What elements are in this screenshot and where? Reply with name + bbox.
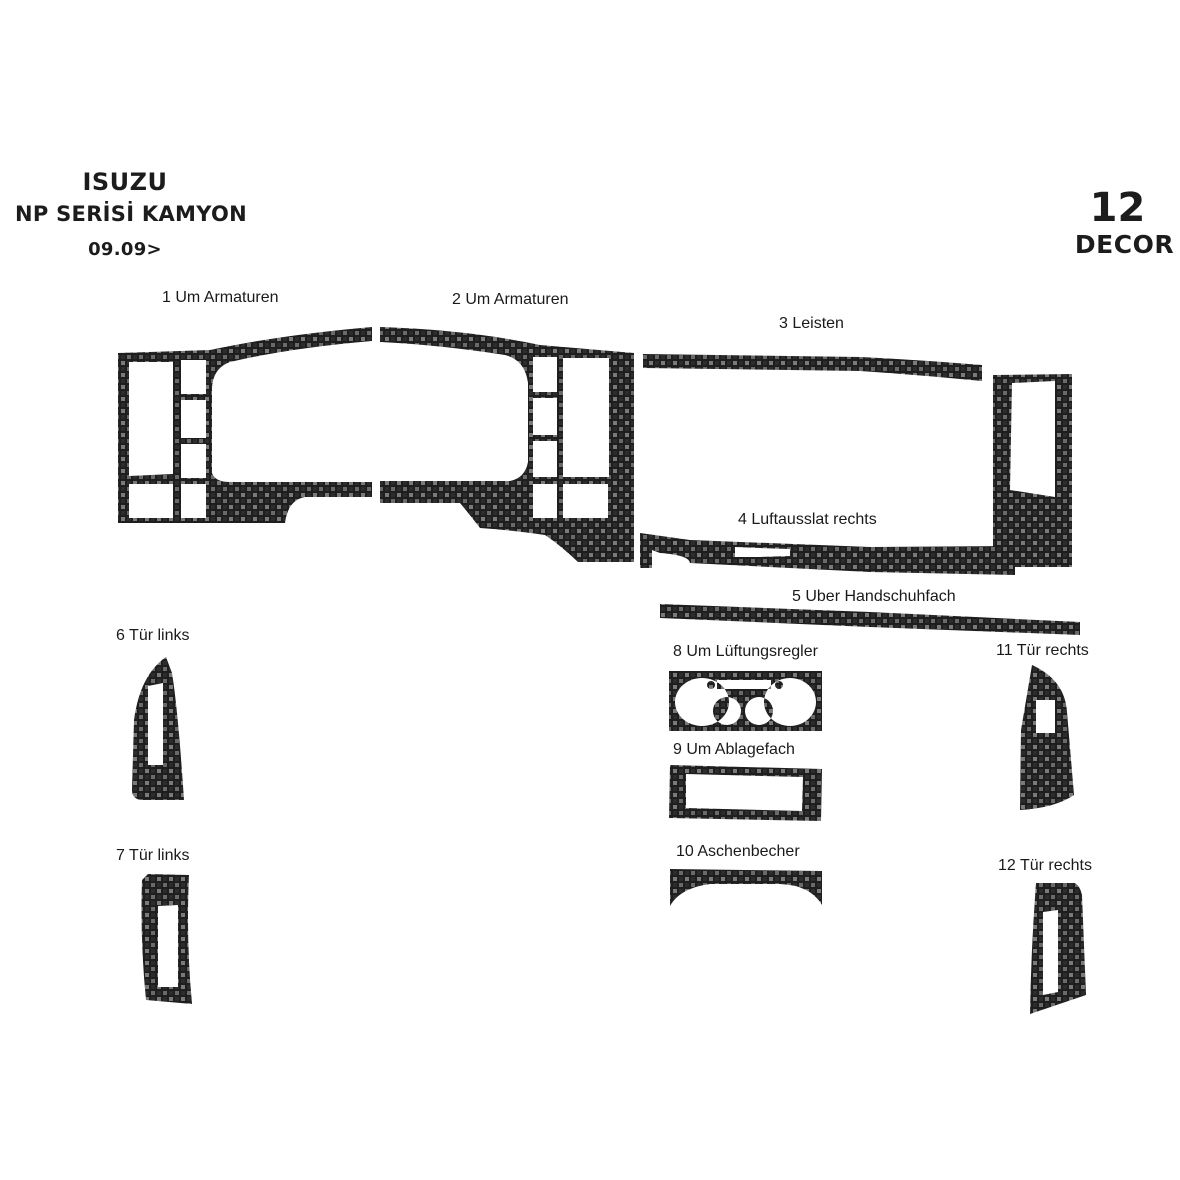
part-10-ashtray <box>670 869 822 906</box>
model-year: 09.09> <box>88 239 162 260</box>
part-2-right-instrument-surround <box>380 327 634 562</box>
part-label-11: 11 Tür rechts <box>996 642 1089 659</box>
part-label-5: 5 Uber Handschuhfach <box>792 588 956 605</box>
part-label-2: 2 Um Armaturen <box>452 291 569 308</box>
part-1-left-instrument-surround <box>118 327 372 523</box>
part-5-glovebox-strip <box>660 604 1080 635</box>
part-label-6: 6 Tür links <box>116 627 190 644</box>
piece-count: 12 <box>1089 185 1146 231</box>
part-3-right-panel <box>993 374 1072 567</box>
part-9-storage-surround <box>669 765 822 821</box>
part-label-7: 7 Tür links <box>116 847 190 864</box>
part-label-10: 10 Aschenbecher <box>676 843 800 860</box>
brand-title: ISUZU <box>82 168 168 196</box>
part-label-8: 8 Um Lüftungsregler <box>673 643 818 660</box>
part-label-1: 1 Um Armaturen <box>162 289 279 306</box>
part-6-left-door <box>132 657 184 800</box>
part-3-strip <box>643 354 982 381</box>
part-label-9: 9 Um Ablagefach <box>673 741 795 758</box>
part-11-right-door <box>1020 665 1074 810</box>
part-label-3: 3 Leisten <box>779 315 844 332</box>
part-12-right-door-lower <box>1030 883 1086 1014</box>
piece-unit: DECOR <box>1074 230 1175 259</box>
part-8-climate-control-surround <box>669 671 822 731</box>
part-label-12: 12 Tür rechts <box>998 857 1092 874</box>
part-4-air-vent-strip <box>640 533 1015 575</box>
part-label-4: 4 Luftausslat rechts <box>738 511 877 528</box>
model-title: NP SERİSİ KAMYON <box>14 202 248 226</box>
part-7-left-door-lower <box>141 874 192 1004</box>
